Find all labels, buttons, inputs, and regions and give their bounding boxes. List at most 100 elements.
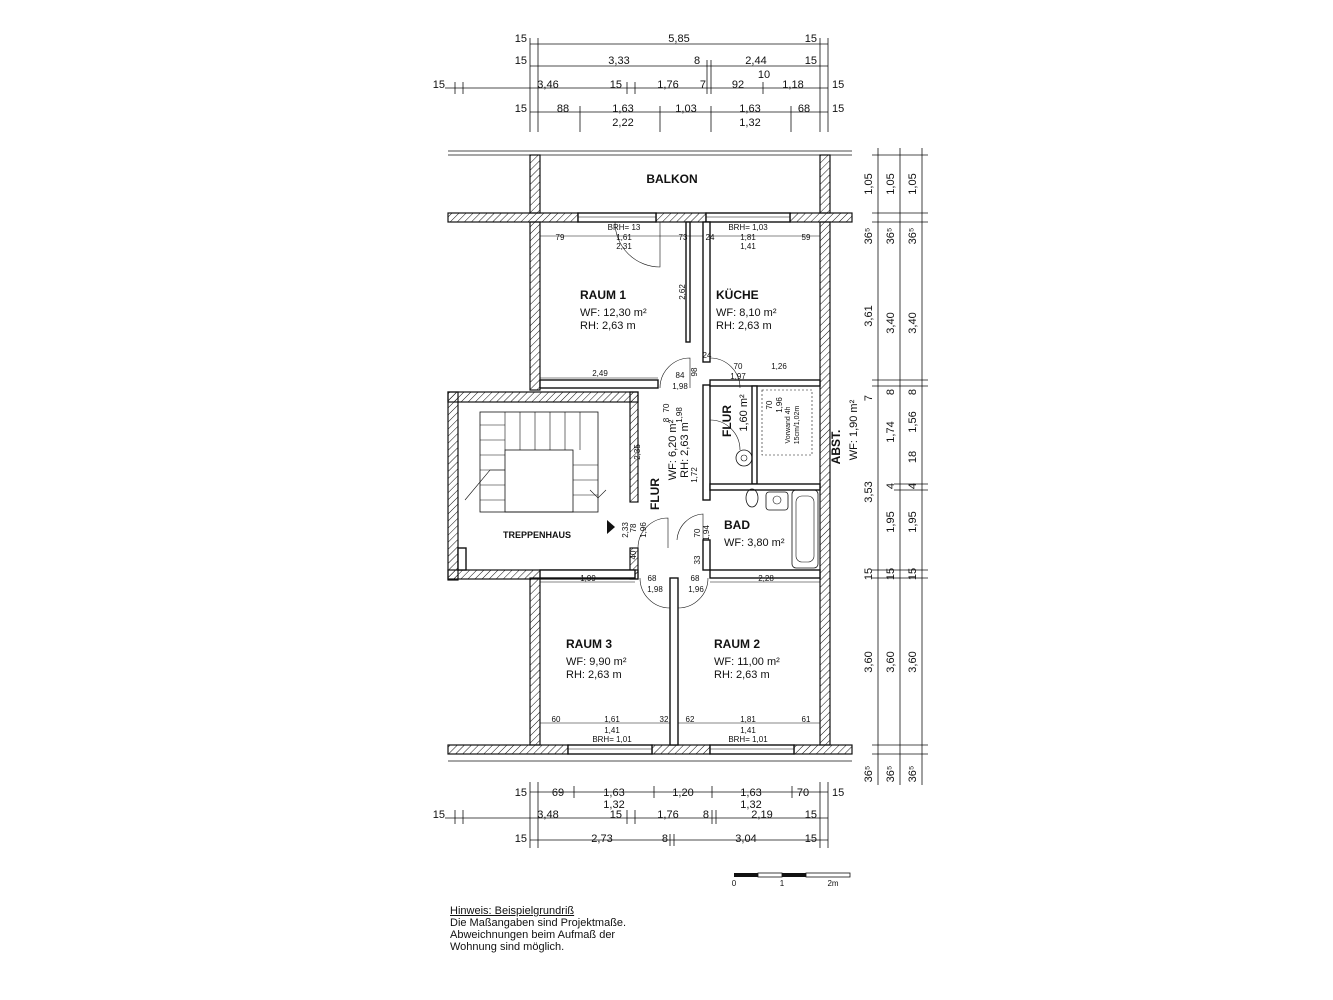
flur1-rh: RH: 2,63 m bbox=[679, 422, 691, 478]
label-raum3: RAUM 3 bbox=[566, 637, 612, 651]
dim-bot-r1-5: 70 bbox=[797, 787, 809, 799]
flur2-wf: 1,60 m² bbox=[738, 394, 750, 432]
raum3-wf: WF: 9,90 m² bbox=[566, 656, 627, 668]
doors-bottom-2: 1,98 bbox=[647, 585, 663, 594]
dim-right-col3-8: 15 bbox=[907, 568, 919, 580]
note-title: Hinweis: Beispielgrundriß bbox=[450, 905, 575, 917]
sink-icon bbox=[765, 491, 789, 511]
dim-right-col3-5: 18 bbox=[907, 451, 919, 463]
dim-top-r3-4: 7 bbox=[700, 79, 706, 91]
dim-top-r4-1: 88 bbox=[557, 103, 569, 115]
stair-side-0: 2,33 bbox=[621, 522, 630, 538]
raum3-top: 1,99 bbox=[580, 574, 596, 583]
dim-top-r3-5: 92 bbox=[732, 79, 744, 91]
raum3-rh: RH: 2,63 m bbox=[566, 669, 622, 681]
dim-bot-r3-0: 15 bbox=[433, 809, 445, 821]
inner-dims: 2,49 2,62 84 1,98 98 24 70 1,97 1,26 70 … bbox=[540, 284, 820, 594]
entrance-arrow-icon bbox=[607, 520, 615, 534]
dim-bot-r2-0: 1,32 bbox=[603, 799, 624, 811]
dim-top-r1-1: 5,85 bbox=[668, 33, 689, 45]
door-flur-2: 98 bbox=[690, 367, 699, 376]
doors-bottom-3: 1,96 bbox=[688, 585, 704, 594]
dim-right-col3-1: 36⁵ bbox=[907, 228, 919, 245]
flur-mid-4: 1,72 bbox=[690, 467, 699, 483]
dim-right-col2-9: 36⁵ bbox=[885, 766, 897, 783]
flur1-wf: WF: 6,20 m² bbox=[667, 419, 679, 480]
dim-top-r3-0: 15 bbox=[433, 79, 445, 91]
raum3-brh: BRH= 1,01 bbox=[592, 735, 632, 744]
label-raum1: RAUM 1 bbox=[580, 288, 626, 302]
dim-right-col2-0: 1,05 bbox=[885, 173, 897, 194]
abst-inner-1: 1,96 bbox=[775, 397, 784, 413]
abst-inner-0: 70 bbox=[765, 400, 774, 409]
flur-mid-2: 1,98 bbox=[675, 407, 684, 423]
dim-right-col1-5: 15 bbox=[863, 568, 875, 580]
abst-wf: WF: 1,90 m² bbox=[848, 399, 860, 460]
dim-right-col3-7: 1,95 bbox=[907, 511, 919, 532]
flur-lower-0: 78 bbox=[629, 523, 638, 532]
raum2-brh: BRH= 1,01 bbox=[728, 735, 768, 744]
dim-bot-r3-6: 15 bbox=[805, 809, 817, 821]
dim-right-col3-0: 1,05 bbox=[907, 173, 919, 194]
scale-0: 0 bbox=[732, 879, 737, 888]
dim-bot-r1-2: 1,63 bbox=[603, 787, 624, 799]
dim-right-col1-4: 3,53 bbox=[863, 481, 875, 502]
dim-right-col2-5: 4 bbox=[885, 483, 897, 489]
dim-top-r3-7: 15 bbox=[832, 79, 844, 91]
top-dimension-chains: 15 5,85 15 15 3,33 8 2,44 15 10 15 3,46 … bbox=[433, 33, 844, 132]
flur-lower-5: 40 bbox=[629, 550, 638, 559]
dim-top-r4-3: 1,03 bbox=[675, 103, 696, 115]
dim-bot-r4-0: 15 bbox=[515, 833, 527, 845]
raum2-wf: WF: 11,00 m² bbox=[714, 656, 780, 668]
raum2-rh: RH: 2,63 m bbox=[714, 669, 770, 681]
raum1-top-2: 2,31 bbox=[616, 242, 632, 251]
label-treppenhaus: TREPPENHAUS bbox=[503, 530, 571, 540]
dim-right-col2-7: 15 bbox=[885, 568, 897, 580]
dim-bot-r1-4: 1,63 bbox=[740, 787, 761, 799]
toilet-icon bbox=[745, 488, 759, 508]
dim-bot-r3-1: 3,48 bbox=[537, 809, 558, 821]
dim-right-col2-2: 3,40 bbox=[885, 312, 897, 333]
kueche-top-2: 1,41 bbox=[740, 242, 756, 251]
raum1-bottom: 2,49 bbox=[592, 369, 608, 378]
dim-top-r2-5: 10 bbox=[758, 69, 770, 81]
flur-lower-1: 1,96 bbox=[639, 522, 648, 538]
raum2-top: 2,28 bbox=[758, 574, 774, 583]
dim-bot-r3-5: 2,19 bbox=[751, 809, 772, 821]
dim-top-r3-6: 1,18 bbox=[782, 79, 803, 91]
scale-2: 2m bbox=[827, 879, 838, 888]
raum1-side: 2,62 bbox=[678, 284, 687, 300]
dim-right-col1-2: 3,61 bbox=[863, 305, 875, 326]
dim-right-col2-3: 8 bbox=[885, 389, 897, 395]
label-kueche: KÜCHE bbox=[716, 287, 759, 302]
dim-top-r4-6: 15 bbox=[832, 103, 844, 115]
dim-right-col2-8: 3,60 bbox=[885, 651, 897, 672]
dim-top-r5-1: 1,32 bbox=[739, 117, 760, 129]
door-flur-4: 70 bbox=[734, 362, 743, 371]
window-dims: BRH= 13 BRH= 1,03 79 1,61 2,31 73 24 1,8… bbox=[540, 223, 820, 744]
label-flur2: FLUR bbox=[720, 405, 734, 437]
dim-right-col1-1: 36⁵ bbox=[863, 228, 875, 245]
room-labels: RAUM 1 WF: 12,30 m² RH: 2,63 m KÜCHE WF:… bbox=[566, 287, 860, 681]
dim-right-col3-6: 4 bbox=[907, 483, 919, 489]
brh-raum1: BRH= 13 bbox=[608, 223, 641, 232]
kueche-top-1: 1,81 bbox=[740, 233, 756, 242]
flur-lower-3: 1,94 bbox=[702, 525, 711, 541]
note-line-2: Abweichnungen beim Aufmaß der bbox=[450, 929, 616, 941]
flur-mid-0: 70 bbox=[662, 403, 671, 412]
dim-bot-r1-3: 1,20 bbox=[672, 787, 693, 799]
flur-mid-3: 2,35 bbox=[633, 444, 642, 460]
flur-lower-4: 33 bbox=[693, 555, 702, 564]
dim-bot-r1-0: 15 bbox=[515, 787, 527, 799]
dim-bot-r3-3: 1,76 bbox=[657, 809, 678, 821]
raum3-bottom-1: 1,61 bbox=[604, 715, 620, 724]
vorwand-line1: Vorwand 4h bbox=[785, 406, 792, 443]
raum2-bottom-0: 62 bbox=[686, 715, 695, 724]
dim-right-col3-3: 8 bbox=[907, 389, 919, 395]
door-flur-1: 1,98 bbox=[672, 382, 688, 391]
raum3-bottom-2: 1,41 bbox=[604, 726, 620, 735]
bad-wf: WF: 3,80 m² bbox=[724, 537, 785, 549]
bathtub-icon bbox=[791, 489, 819, 569]
dim-top-r5-0: 2,22 bbox=[612, 117, 633, 129]
